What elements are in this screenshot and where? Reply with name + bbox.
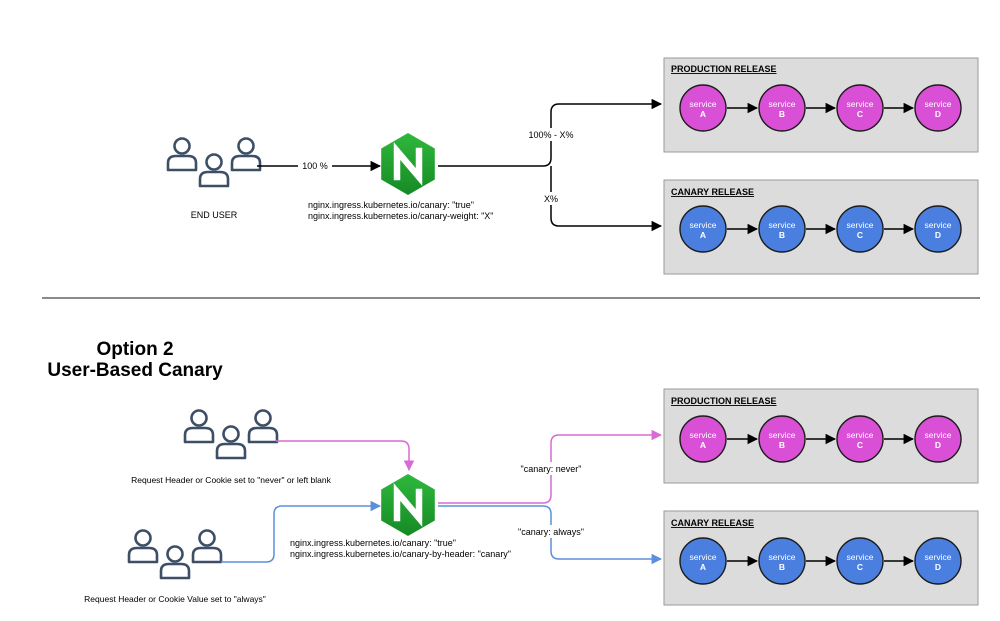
service-label: service [925,220,952,230]
person-icon [127,529,159,564]
service-label: service [690,220,717,230]
never-users-to-ingress-arrow [276,440,415,472]
nginx-ingress-icon [381,474,435,536]
nginx-ingress-icon [381,133,435,195]
production-release-box: PRODUCTION RELEASE serviceAserviceBservi… [663,388,979,484]
option2-title-line2: User-Based Canary [47,360,223,381]
service-label: service [769,430,796,440]
production-weight-label: 100% - X% [528,130,573,140]
person-icon [230,137,262,172]
person-icon [166,137,198,172]
service-letter: C [857,440,863,450]
canary-weight-label: X% [544,194,558,204]
production-release-title: PRODUCTION RELEASE [671,396,777,406]
service-label: service [925,552,952,562]
service-letter: B [779,230,785,240]
person-icon [183,409,215,444]
service-letter: A [700,230,706,240]
canary-release-box: CANARY RELEASE serviceAserviceBserviceCs… [663,510,979,606]
option1-section: END USER 100 % nginx.ingress.kubernetes.… [166,57,979,275]
service-letter: B [779,562,785,572]
canary-always-label: "canary: always" [518,527,584,537]
service-letter: A [700,562,706,572]
service-label: service [847,552,874,562]
end-user-group-icon [166,137,262,188]
person-icon [198,153,230,188]
canary-release-title: CANARY RELEASE [671,187,754,197]
service-letter: C [857,230,863,240]
always-user-group-label: Request Header or Cookie Value set to "a… [84,594,266,604]
production-release-box: PRODUCTION RELEASE serviceAserviceBservi… [663,57,979,153]
service-letter: D [935,440,941,450]
service-label: service [690,552,717,562]
person-icon [191,529,223,564]
canary-never-label: "canary: never" [521,464,582,474]
traffic-100-label: 100 % [302,161,328,171]
canary-annotation-line1: nginx.ingress.kubernetes.io/canary: "tru… [308,200,474,210]
service-letter: C [857,109,863,119]
service-letter: D [935,109,941,119]
service-letter: D [935,562,941,572]
service-label: service [925,430,952,440]
service-label: service [769,220,796,230]
service-letter: D [935,230,941,240]
service-letter: B [779,109,785,119]
always-users-to-ingress-arrow [221,500,382,563]
canary-weight-annotation: nginx.ingress.kubernetes.io/canary-weigh… [308,211,493,221]
option2-title: Option 2 User-Based Canary [20,339,250,381]
option2-title-line1: Option 2 [96,339,174,360]
canary-by-header-annotation: nginx.ingress.kubernetes.io/canary-by-he… [290,549,511,559]
never-user-group-icon [183,409,279,460]
ingress-to-canary-arrow [550,166,663,232]
service-letter: A [700,109,706,119]
service-label: service [690,99,717,109]
service-label: service [847,430,874,440]
person-icon [215,425,247,460]
always-user-group-icon [127,529,223,580]
production-release-title: PRODUCTION RELEASE [671,64,777,74]
service-label: service [847,220,874,230]
option2-section: Request Header or Cookie set to "never" … [84,388,979,606]
service-letter: C [857,562,863,572]
never-user-group-label: Request Header or Cookie set to "never" … [131,475,332,485]
person-icon [247,409,279,444]
canary-annotation-line1: nginx.ingress.kubernetes.io/canary: "tru… [290,538,456,548]
service-label: service [769,99,796,109]
canary-release-box: CANARY RELEASE serviceAserviceBserviceCs… [663,179,979,275]
service-letter: B [779,440,785,450]
end-user-label: END USER [191,210,238,220]
service-label: service [769,552,796,562]
service-label: service [925,99,952,109]
service-label: service [847,99,874,109]
service-letter: A [700,440,706,450]
person-icon [159,545,191,580]
service-label: service [690,430,717,440]
canary-release-title: CANARY RELEASE [671,518,754,528]
